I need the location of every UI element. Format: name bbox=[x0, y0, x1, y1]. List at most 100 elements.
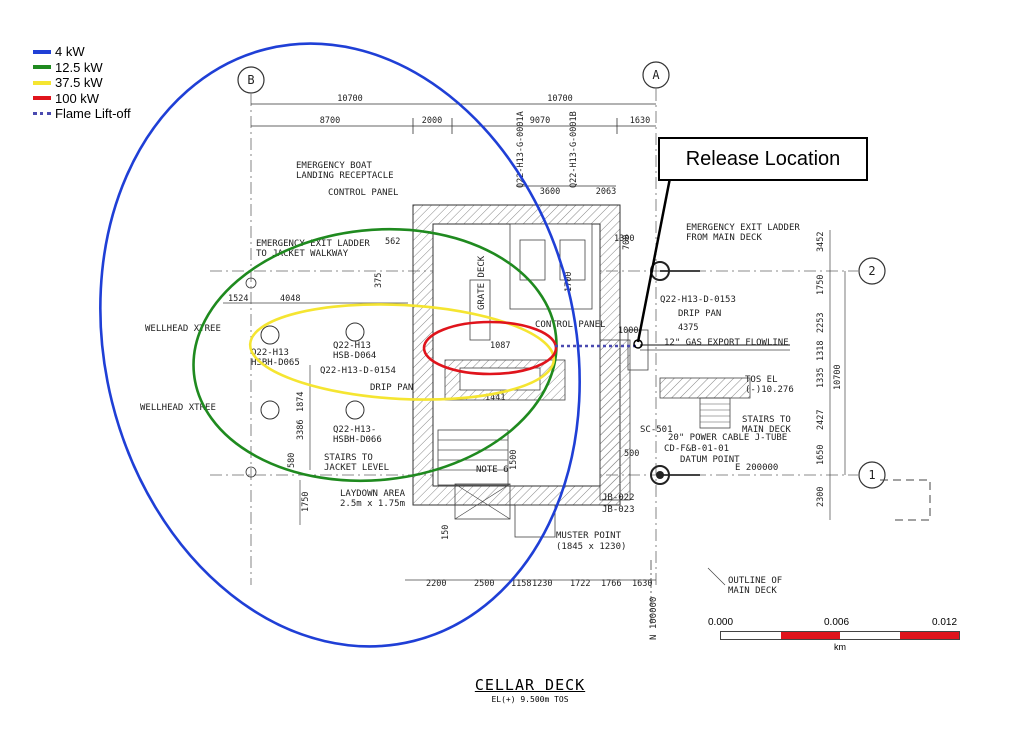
scale-tick-2: 0.012 bbox=[932, 617, 958, 628]
scale-track bbox=[720, 631, 960, 640]
svg-text:WELLHEAD XTREE: WELLHEAD XTREE bbox=[145, 324, 221, 334]
svg-text:A: A bbox=[652, 68, 660, 82]
legend-label: 12.5 kW bbox=[55, 59, 103, 75]
dim-top-2: 2000 bbox=[422, 116, 442, 126]
svg-text:TO JACKET WALKWAY: TO JACKET WALKWAY bbox=[256, 249, 349, 259]
svg-text:500: 500 bbox=[624, 449, 639, 459]
svg-text:LANDING RECEPTACLE: LANDING RECEPTACLE bbox=[296, 171, 394, 181]
svg-text:Q22-H13-D-0153: Q22-H13-D-0153 bbox=[660, 295, 736, 305]
svg-text:20" POWER CABLE J-TUBE: 20" POWER CABLE J-TUBE bbox=[668, 433, 787, 443]
svg-text:N 100000: N 100000 bbox=[649, 597, 659, 640]
legend-label: 4 kW bbox=[55, 44, 85, 59]
svg-text:STAIRS TO: STAIRS TO bbox=[324, 453, 373, 463]
svg-text:WELLHEAD XTREE: WELLHEAD XTREE bbox=[140, 403, 216, 413]
svg-text:1722: 1722 bbox=[570, 579, 590, 589]
svg-text:150: 150 bbox=[441, 525, 451, 540]
legend-label: Flame Lift-off bbox=[55, 106, 131, 121]
svg-text:(-)10.276: (-)10.276 bbox=[745, 385, 794, 395]
tag-b: Q22-H13-G-0001B bbox=[569, 111, 579, 188]
dim-top-1: 8700 bbox=[320, 116, 340, 126]
svg-text:B: B bbox=[247, 73, 254, 87]
legend-item-4kw: 4 kW bbox=[33, 44, 131, 60]
svg-text:MAIN DECK: MAIN DECK bbox=[742, 425, 791, 435]
svg-text:Q22-H13: Q22-H13 bbox=[251, 348, 289, 358]
drawing-labels: EMERGENCY BOAT LANDING RECEPTACLE CONTRO… bbox=[140, 161, 800, 640]
svg-text:SC-501: SC-501 bbox=[640, 425, 673, 435]
svg-text:1650: 1650 bbox=[816, 445, 826, 465]
svg-text:1630: 1630 bbox=[632, 579, 652, 589]
legend-swatch bbox=[33, 96, 51, 101]
svg-text:OUTLINE OF: OUTLINE OF bbox=[728, 576, 782, 586]
svg-text:3386: 3386 bbox=[296, 420, 306, 440]
contour-100kw bbox=[422, 320, 558, 376]
contour-4kw bbox=[99, 42, 581, 648]
svg-text:10700: 10700 bbox=[833, 364, 843, 390]
legend-swatch bbox=[33, 49, 51, 54]
heat-radiation-contours bbox=[99, 42, 638, 648]
scale-segment bbox=[840, 632, 900, 639]
svg-text:2253: 2253 bbox=[816, 313, 826, 333]
release-point-marker bbox=[633, 339, 643, 349]
svg-text:1766: 1766 bbox=[601, 579, 621, 589]
legend: 4 kW 12.5 kW 37.5 kW 100 kW Flame Lift-o… bbox=[33, 44, 131, 122]
svg-text:EMERGENCY BOAT: EMERGENCY BOAT bbox=[296, 161, 372, 171]
release-location-callout: Release Location bbox=[658, 137, 868, 181]
svg-text:LAYDOWN AREA: LAYDOWN AREA bbox=[340, 489, 406, 499]
legend-swatch bbox=[33, 80, 51, 85]
scale-unit: km bbox=[834, 642, 846, 652]
svg-text:NOTE 6: NOTE 6 bbox=[476, 465, 509, 475]
svg-text:(1845 x 1230): (1845 x 1230) bbox=[556, 542, 626, 552]
dim-top-4: 1630 bbox=[630, 116, 650, 126]
bottom-dimensions: 2200 2500 1158 1230 1722 1766 1630 bbox=[426, 579, 652, 589]
svg-text:EMERGENCY EXIT LADDER: EMERGENCY EXIT LADDER bbox=[256, 239, 370, 249]
grid-bubble-2: 2 bbox=[858, 257, 886, 285]
legend-swatch bbox=[33, 65, 51, 70]
svg-text:1335: 1335 bbox=[816, 368, 826, 388]
svg-text:FROM MAIN DECK: FROM MAIN DECK bbox=[686, 233, 762, 243]
svg-text:DATUM POINT: DATUM POINT bbox=[680, 455, 740, 465]
legend-label: 100 kW bbox=[55, 90, 100, 106]
svg-text:CONTROL PANEL: CONTROL PANEL bbox=[535, 320, 605, 330]
svg-text:2200: 2200 bbox=[426, 579, 446, 589]
contour-12-5kw bbox=[192, 227, 558, 483]
legend-swatch bbox=[33, 112, 51, 116]
svg-text:12" GAS EXPORT FLOWLINE: 12" GAS EXPORT FLOWLINE bbox=[664, 338, 789, 348]
svg-text:DRIP PAN: DRIP PAN bbox=[678, 309, 721, 319]
svg-text:4048: 4048 bbox=[280, 294, 300, 304]
top-dimensions bbox=[251, 103, 656, 187]
svg-text:STAIRS TO: STAIRS TO bbox=[742, 415, 791, 425]
svg-text:E 200000: E 200000 bbox=[735, 463, 778, 473]
svg-text:MUSTER POINT: MUSTER POINT bbox=[556, 531, 622, 541]
svg-text:1000: 1000 bbox=[618, 326, 638, 336]
dim-left-total: 10700 bbox=[337, 94, 363, 104]
svg-text:HSBH-D065: HSBH-D065 bbox=[251, 358, 300, 368]
svg-text:1230: 1230 bbox=[532, 579, 552, 589]
svg-text:4375: 4375 bbox=[678, 323, 698, 333]
contour-37-5kw bbox=[248, 303, 556, 401]
svg-text:JACKET LEVEL: JACKET LEVEL bbox=[324, 463, 389, 473]
svg-text:JB-023: JB-023 bbox=[602, 505, 635, 515]
svg-text:562: 562 bbox=[385, 237, 400, 247]
grid-bubble-a: A bbox=[642, 61, 670, 89]
legend-item-37-5kw: 37.5 kW bbox=[33, 75, 131, 91]
svg-text:3452: 3452 bbox=[816, 232, 826, 252]
right-dimensions: 3452 1750 2253 1318 1335 2427 1650 2300 … bbox=[816, 232, 843, 507]
svg-text:DRIP PAN: DRIP PAN bbox=[370, 383, 413, 393]
scale-segment bbox=[721, 632, 781, 639]
deck-structure bbox=[223, 204, 931, 625]
dim-top-6: 2063 bbox=[596, 187, 616, 197]
svg-text:1158: 1158 bbox=[511, 579, 531, 589]
scale-labels: 0.000 0.006 0.012 bbox=[708, 617, 960, 631]
svg-text:1318: 1318 bbox=[816, 341, 826, 361]
drawing-subtitle: EL(+) 9.500m TOS bbox=[491, 695, 569, 704]
svg-text:1441: 1441 bbox=[485, 393, 505, 403]
svg-text:TOS EL: TOS EL bbox=[745, 375, 778, 385]
scale-tick-1: 0.006 bbox=[824, 617, 850, 628]
dim-top-5: 3600 bbox=[540, 187, 560, 197]
svg-text:2.5m x 1.75m: 2.5m x 1.75m bbox=[340, 499, 405, 509]
drawing-title-block: CELLAR DECK EL(+) 9.500m TOS bbox=[470, 676, 590, 704]
svg-text:CD-F&B-01-01: CD-F&B-01-01 bbox=[664, 444, 729, 454]
svg-text:CONTROL PANEL: CONTROL PANEL bbox=[328, 188, 398, 198]
